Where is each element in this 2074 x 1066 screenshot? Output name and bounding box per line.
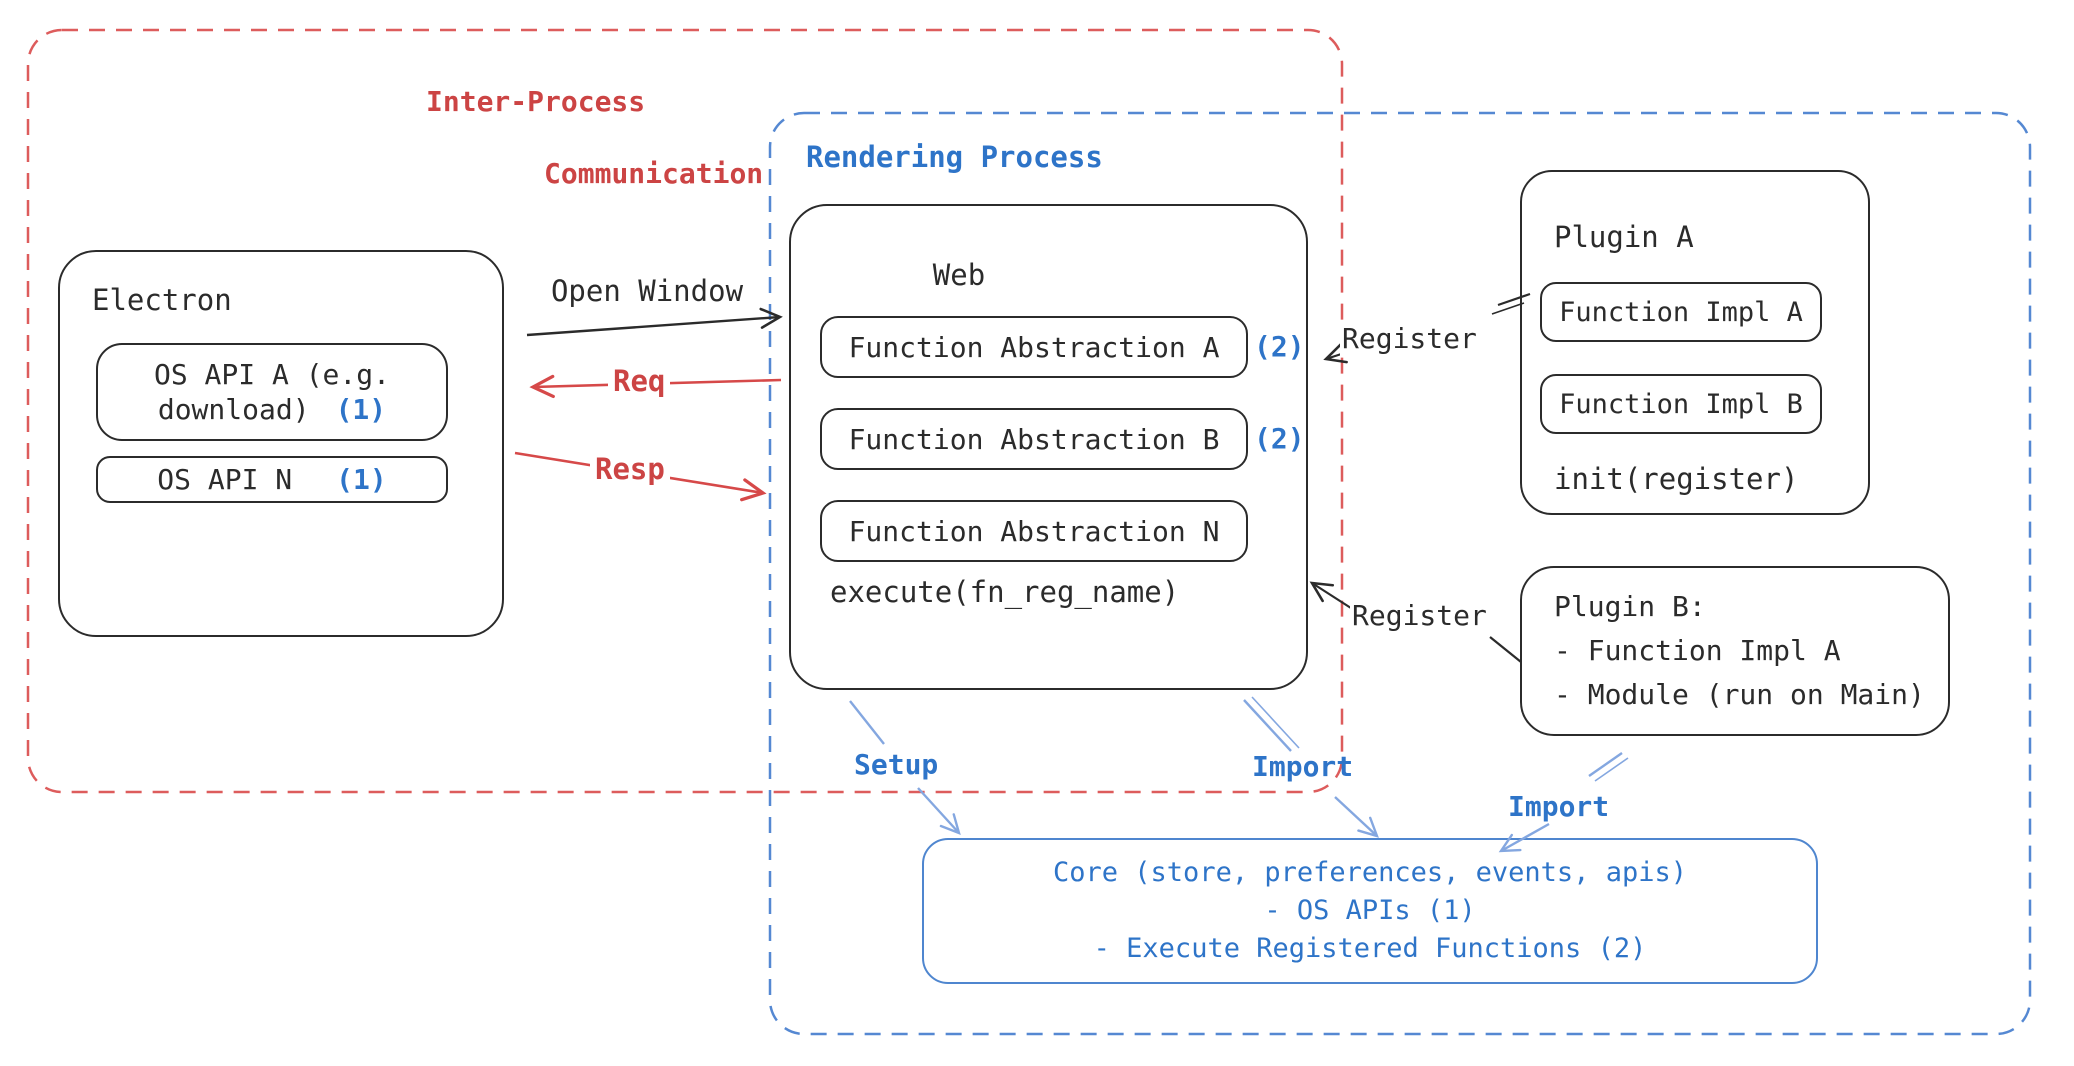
plugin-b-node: Plugin B: - Function Impl A - Module (ru… — [1520, 566, 1950, 736]
os-api-a-line2: download) — [157, 393, 310, 426]
core-node: Core (store, preferences, events, apis) … — [922, 838, 1818, 984]
register-b-connector-tick — [1489, 636, 1522, 663]
os-api-n-ref-badge: (1) — [336, 463, 387, 496]
import-web-arrow — [1334, 796, 1379, 838]
plugin-b-item-function-impl-a: - Function Impl A — [1554, 634, 1841, 667]
ipc-region-label: Inter-Process Communication — [426, 84, 763, 192]
register-a-arrow-label: Register — [1340, 322, 1479, 356]
function-impl-b-node: Function Impl B — [1540, 374, 1822, 434]
import-plugin-b-arrow-upper2 — [1594, 757, 1629, 782]
core-line2: - OS APIs (1) — [1264, 895, 1476, 926]
ipc-region-label-line1: Inter-Process — [426, 85, 646, 118]
register-b-arrow — [1309, 581, 1355, 611]
core-line3: - Execute Registered Functions (2) — [1093, 933, 1647, 964]
resp-arrow-label: Resp — [590, 452, 670, 487]
plugin-a-title: Plugin A — [1554, 220, 1694, 254]
function-abstraction-a-node: Function Abstraction A — [820, 316, 1248, 378]
function-impl-a-node: Function Impl A — [1540, 282, 1822, 342]
import-web-arrow-upper — [1243, 699, 1292, 752]
import-web-arrow-upper2 — [1251, 696, 1300, 749]
import-web-arrow-label: Import — [1252, 750, 1354, 783]
os-api-a-node: OS API A (e.g. download) (1) — [96, 343, 448, 441]
register-b-arrow-label: Register — [1350, 599, 1489, 633]
function-abstraction-b-ref-badge: (2) — [1254, 422, 1305, 455]
import-plugin-b-arrow-label: Import — [1508, 790, 1610, 823]
os-api-n-label: OS API N — [157, 463, 293, 496]
plugin-a-init-text: init(register) — [1554, 462, 1799, 496]
setup-arrow-label: Setup — [854, 748, 939, 781]
ipc-region-label-line2: Communication — [544, 157, 764, 190]
os-api-n-node: OS API N (1) — [96, 456, 448, 503]
req-arrow-label: Req — [608, 364, 671, 399]
os-api-a-line1: OS API A (e.g. — [153, 358, 390, 391]
setup-arrow — [917, 787, 961, 835]
plugin-b-title: Plugin B: — [1554, 590, 1706, 623]
plugin-b-item-module: - Module (run on Main) — [1554, 678, 1925, 711]
core-line1: Core (store, preferences, events, apis) — [1053, 857, 1687, 888]
os-api-a-line2-row: download) (1) — [158, 392, 386, 427]
electron-node-title: Electron — [92, 283, 232, 317]
import-plugin-b-arrow-upper — [1588, 752, 1623, 777]
function-abstraction-b-node: Function Abstraction B — [820, 408, 1248, 470]
function-abstraction-a-ref-badge: (2) — [1254, 330, 1305, 363]
function-abstraction-n-node: Function Abstraction N — [820, 500, 1248, 562]
open-window-arrow-label: Open Window — [550, 274, 744, 308]
os-api-a-ref-badge: (1) — [335, 393, 387, 426]
open-window-arrow — [526, 307, 783, 337]
web-node-title: Web — [932, 258, 986, 292]
rendering-process-region-label: Rendering Process — [806, 140, 1103, 174]
setup-arrow-upper — [849, 700, 885, 745]
execute-fn-text: execute(fn_reg_name) — [830, 575, 1180, 609]
